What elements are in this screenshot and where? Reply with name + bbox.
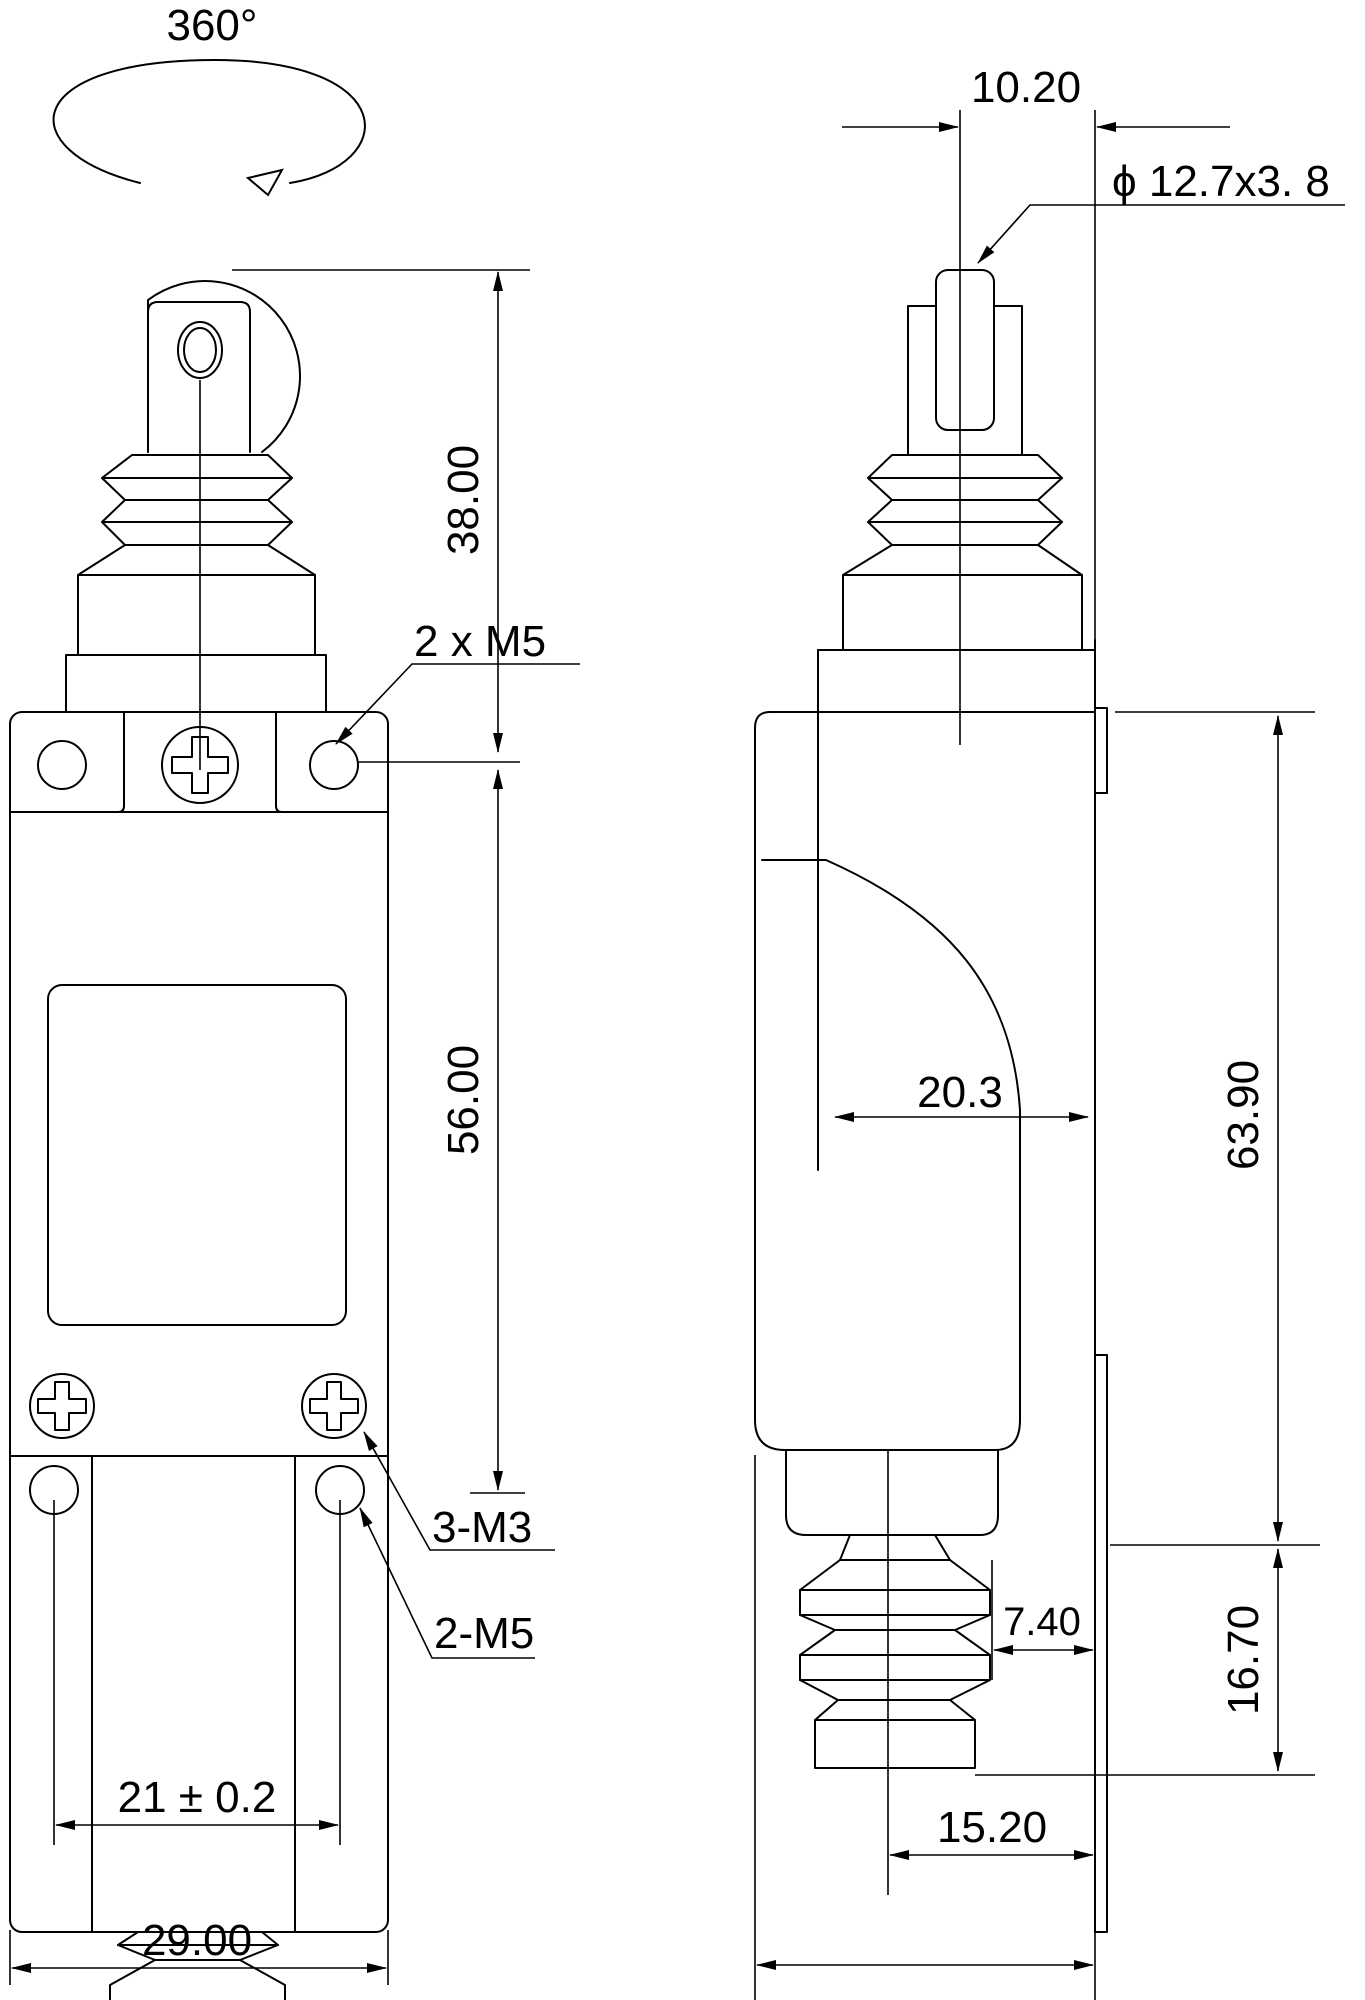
- roller-head: [147, 280, 301, 453]
- side-view: 10.20 ϕ 12.7x3. 8 20.3 63.90 16.70 7.40 …: [754, 63, 1345, 2000]
- screw-bottom-right: [301, 1373, 367, 1439]
- front-view: 360°: [9, 1, 580, 2000]
- dim-21: 21 ± 0.2: [118, 1773, 277, 1822]
- mounting-hole-top-left: [37, 740, 87, 790]
- label-2M5: 2-M5: [434, 1609, 534, 1658]
- dim-15-20: 15.20: [937, 1803, 1047, 1852]
- label-3M3: 3-M3: [432, 1503, 532, 1552]
- side-tab-top: [1094, 707, 1108, 794]
- rotation-indicator: 360°: [52, 1, 366, 197]
- side-body: [754, 639, 1108, 1933]
- neck-bellows: [65, 454, 327, 713]
- front-body: [9, 711, 389, 1933]
- dim-7-40: 7.40: [1003, 1600, 1081, 1644]
- label-2xM5: 2 x M5: [414, 617, 546, 666]
- front-plunger: [109, 1931, 286, 2000]
- dim-20-3: 20.3: [917, 1068, 1003, 1117]
- rotation-label: 360°: [166, 1, 257, 50]
- dim-38: 38.00: [439, 445, 488, 555]
- dim-10-20: 10.20: [971, 63, 1081, 112]
- side-tab-bottom: [1094, 1354, 1108, 1933]
- dim-56: 56.00: [439, 1045, 488, 1155]
- mounting-hole-top-right: [309, 740, 359, 790]
- label-roller-diameter: ϕ 12.7x3. 8: [1112, 157, 1330, 206]
- dim-29: 29.00: [142, 1916, 252, 1965]
- label-window: [47, 984, 347, 1326]
- dim-16-70: 16.70: [1219, 1605, 1268, 1715]
- side-plunger: [799, 1534, 991, 1769]
- screw-top-center: [161, 726, 239, 804]
- screw-bottom-left: [29, 1373, 95, 1439]
- dim-63-90: 63.90: [1219, 1060, 1268, 1170]
- side-neck: [817, 454, 1096, 651]
- side-roller: [907, 269, 1023, 456]
